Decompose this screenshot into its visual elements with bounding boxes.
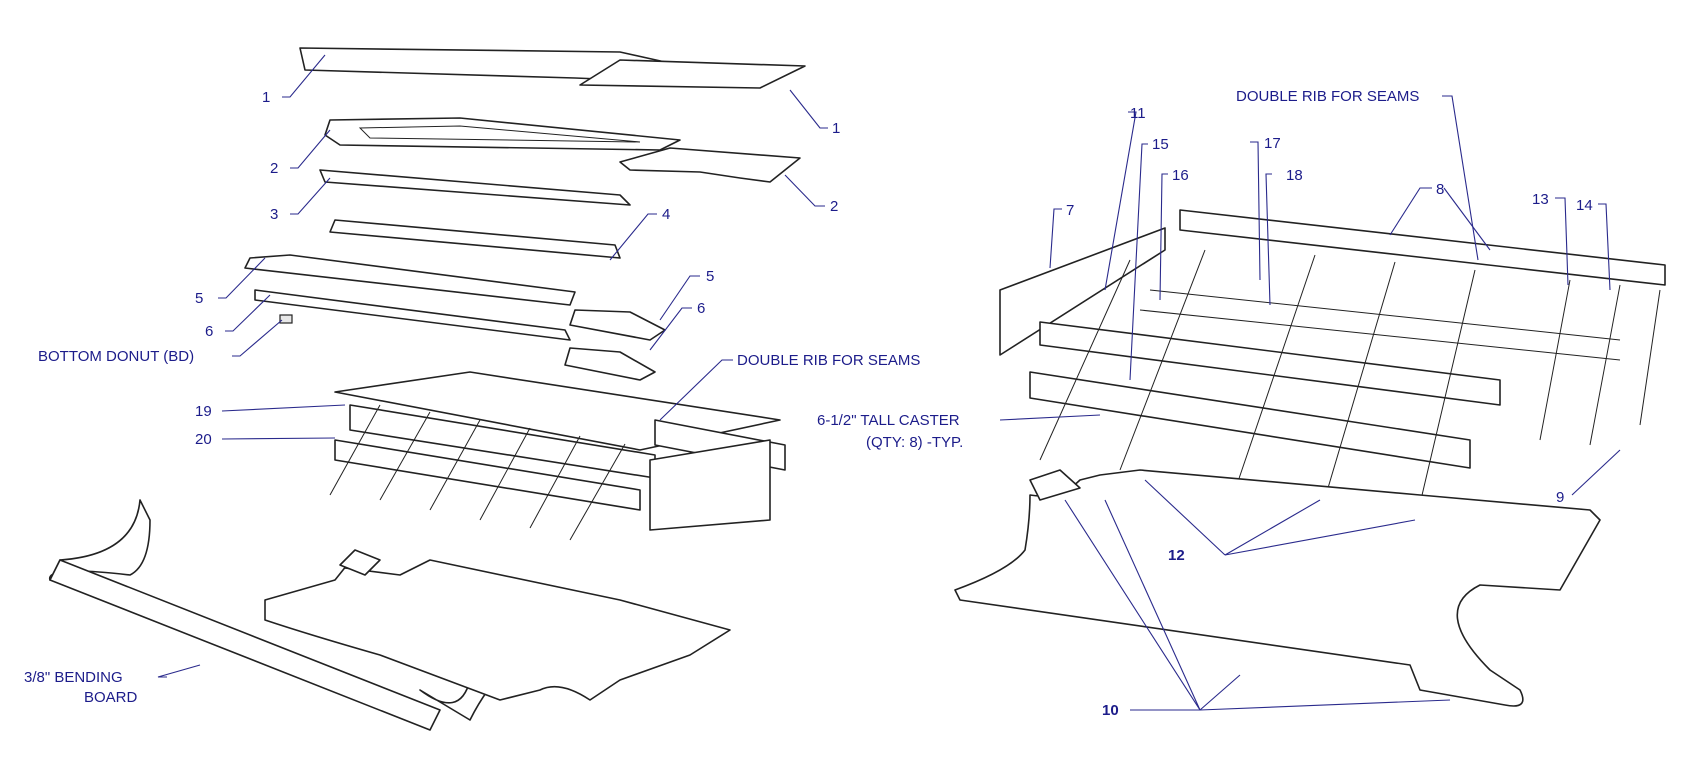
label-part-2-left: 2 bbox=[270, 160, 279, 177]
label-part-19: 19 bbox=[195, 403, 212, 420]
bending-board-strip bbox=[49, 559, 441, 731]
left-exploded-view bbox=[49, 47, 806, 731]
label-double-rib-right: DOUBLE RIB FOR SEAMS bbox=[1236, 88, 1420, 105]
part-6-right bbox=[564, 347, 656, 381]
part-6-left bbox=[254, 289, 571, 341]
label-double-rib-left: DOUBLE RIB FOR SEAMS bbox=[737, 352, 921, 369]
bottom-donut bbox=[279, 314, 293, 324]
label-bottom-donut: BOTTOM DONUT (BD) bbox=[38, 348, 195, 365]
top-panel-1-right bbox=[579, 59, 806, 89]
back-panel-8 bbox=[1179, 209, 1666, 286]
label-part-13: 13 bbox=[1532, 191, 1549, 208]
label-part-1-left: 1 bbox=[262, 89, 271, 106]
right-exploded-view bbox=[954, 209, 1666, 707]
label-part-9: 9 bbox=[1556, 489, 1565, 506]
label-part-16: 16 bbox=[1172, 167, 1189, 184]
part-5-right bbox=[569, 309, 666, 341]
ribs bbox=[1039, 249, 1661, 526]
label-part-1-right: 1 bbox=[832, 120, 841, 137]
label-part-8: 8 bbox=[1436, 181, 1445, 198]
label-part-14: 14 bbox=[1576, 197, 1593, 214]
label-part-2-right: 2 bbox=[830, 198, 839, 215]
label-part-4: 4 bbox=[662, 206, 671, 223]
label-part-5-right: 5 bbox=[706, 268, 715, 285]
left-base-arrow bbox=[339, 549, 381, 576]
label-part-17: 17 bbox=[1264, 135, 1281, 152]
front-rail bbox=[1039, 321, 1501, 406]
label-part-12: 12 bbox=[1168, 547, 1185, 564]
left-base-ring bbox=[264, 554, 731, 701]
part-3 bbox=[319, 169, 631, 206]
ring-2-right bbox=[619, 147, 801, 183]
right-base-ring bbox=[954, 469, 1601, 707]
ring-2-left bbox=[324, 117, 681, 151]
label-part-7: 7 bbox=[1066, 202, 1075, 219]
label-part-15: 15 bbox=[1152, 136, 1169, 153]
label-caster-2: (QTY: 8) -TYP. bbox=[866, 434, 964, 451]
label-part-6-right: 6 bbox=[697, 300, 706, 317]
label-part-20: 20 bbox=[195, 431, 212, 448]
left-frame-assembly bbox=[329, 371, 786, 541]
label-bending-board-1: 3/8" BENDING bbox=[24, 669, 123, 686]
label-part-10: 10 bbox=[1102, 702, 1119, 719]
label-part-11: 11 bbox=[1130, 105, 1146, 122]
ring-2-left-inner bbox=[358, 125, 641, 143]
label-caster-1: 6-1/2" TALL CASTER bbox=[817, 412, 960, 429]
right-base-arrow bbox=[1029, 469, 1081, 501]
part-4 bbox=[329, 219, 621, 259]
label-part-5-left: 5 bbox=[195, 290, 204, 307]
label-part-18: 18 bbox=[1286, 167, 1303, 184]
label-part-3: 3 bbox=[270, 206, 279, 223]
part-5-left bbox=[244, 254, 576, 306]
leader-lines bbox=[157, 54, 1621, 711]
label-bending-board-2: BOARD bbox=[84, 689, 138, 706]
lower-rail bbox=[1029, 371, 1471, 469]
label-part-6-left: 6 bbox=[205, 323, 214, 340]
